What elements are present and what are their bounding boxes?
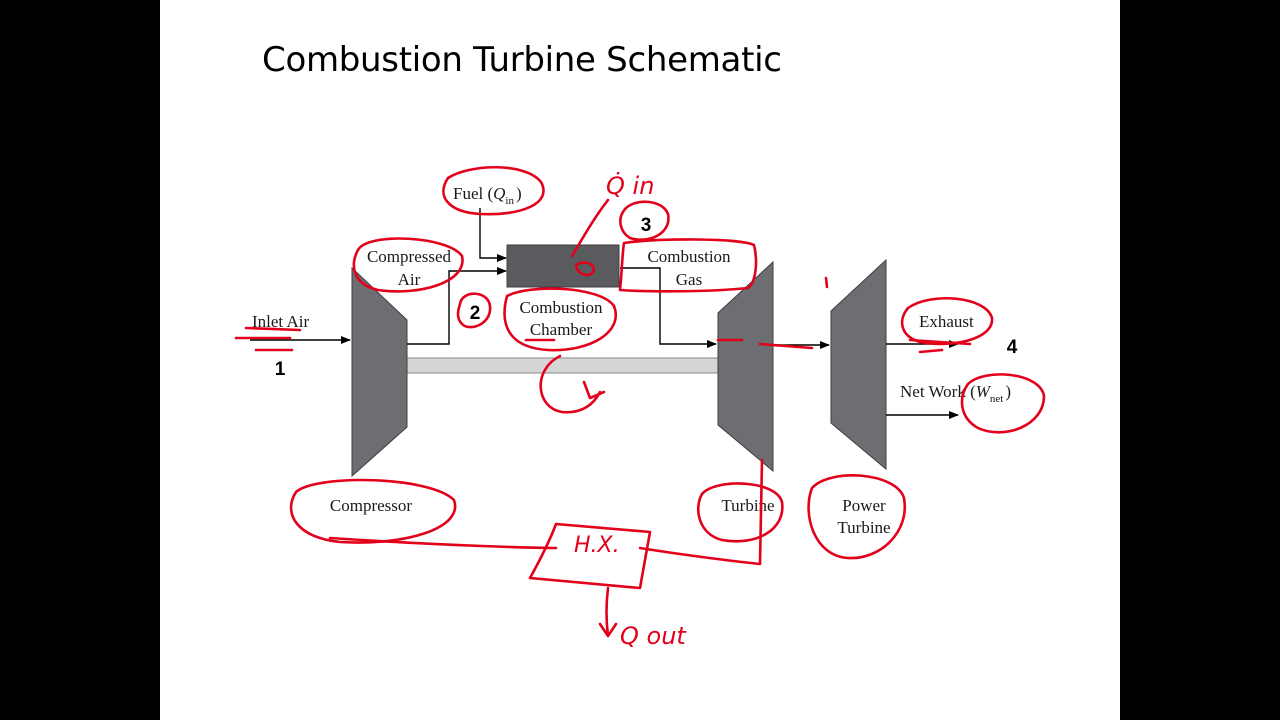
- ink-line-turbine-out: [716, 338, 814, 350]
- ink-circle-turbine: [696, 482, 784, 543]
- fuel-label: Fuel (Qin): [453, 184, 522, 207]
- state-point-4: 4: [1007, 337, 1018, 358]
- inlet-air-label: Inlet Air: [252, 312, 309, 331]
- ink-hx-box: [528, 522, 652, 590]
- ink-circle-fuel: [442, 165, 545, 216]
- power-turbine-shape: [830, 258, 887, 471]
- ink-circle-power-turbine: [807, 474, 907, 560]
- turbine-shape: [717, 260, 774, 473]
- ink-tick: [824, 276, 829, 289]
- combustion-chamber-label-line2: Chamber: [530, 320, 593, 339]
- ink-shaft-work-arrow: [539, 354, 606, 414]
- power-turbine-label-line2: Turbine: [837, 518, 890, 537]
- turbine-label: Turbine: [721, 496, 774, 515]
- compressed-air-line: [407, 267, 507, 345]
- combustion-chamber-shape: [506, 244, 620, 288]
- compressed-air-label-line2: Air: [398, 270, 421, 289]
- state-point-2: 2: [470, 303, 481, 324]
- shaft: [404, 357, 721, 374]
- ink-qout-arrow: [598, 586, 618, 638]
- state-point-1: 1: [275, 359, 286, 380]
- ink-circle-state-2: [456, 292, 492, 329]
- ink-q-in-label: Q̇ in: [606, 172, 654, 200]
- power-turbine-label-line1: Power: [842, 496, 886, 515]
- net-work-label: Net Work (Wnet): [900, 382, 1011, 405]
- ink-small-o: [574, 261, 596, 277]
- ink-heat-in-arrow: [570, 198, 610, 258]
- ink-circle-compressed-air: [352, 237, 464, 293]
- combustion-gas-line: [620, 267, 717, 348]
- compressor-shape: [351, 266, 408, 478]
- slide-title: Combustion Turbine Schematic: [262, 40, 782, 80]
- ink-circle-combustion-chamber: [503, 287, 617, 352]
- ink-circle-compressor: [289, 478, 457, 544]
- ink-q-out-label: Q out: [620, 622, 687, 650]
- ink-box-combustion-gas: [618, 238, 758, 293]
- combustion-gas-label-line2: Gas: [676, 270, 702, 289]
- combustion-gas-label-line1: Combustion: [647, 247, 731, 266]
- ink-circle-state-3: [619, 200, 670, 241]
- ink-underline-inlet: [234, 326, 302, 352]
- compressor-label: Compressor: [330, 496, 413, 515]
- ink-circle-net-work: [960, 373, 1046, 434]
- state-point-3: 3: [641, 215, 652, 236]
- ink-hx-label: H.X.: [574, 533, 620, 558]
- ink-underline-exhaust: [908, 338, 972, 354]
- ink-annotations: [234, 165, 1046, 638]
- compressed-air-label-line1: Compressed: [367, 247, 452, 266]
- ink-circle-exhaust: [900, 297, 994, 346]
- fuel-line: [479, 208, 507, 262]
- combustion-chamber-label-line1: Combustion: [519, 298, 603, 317]
- exhaust-label: Exhaust: [919, 312, 974, 331]
